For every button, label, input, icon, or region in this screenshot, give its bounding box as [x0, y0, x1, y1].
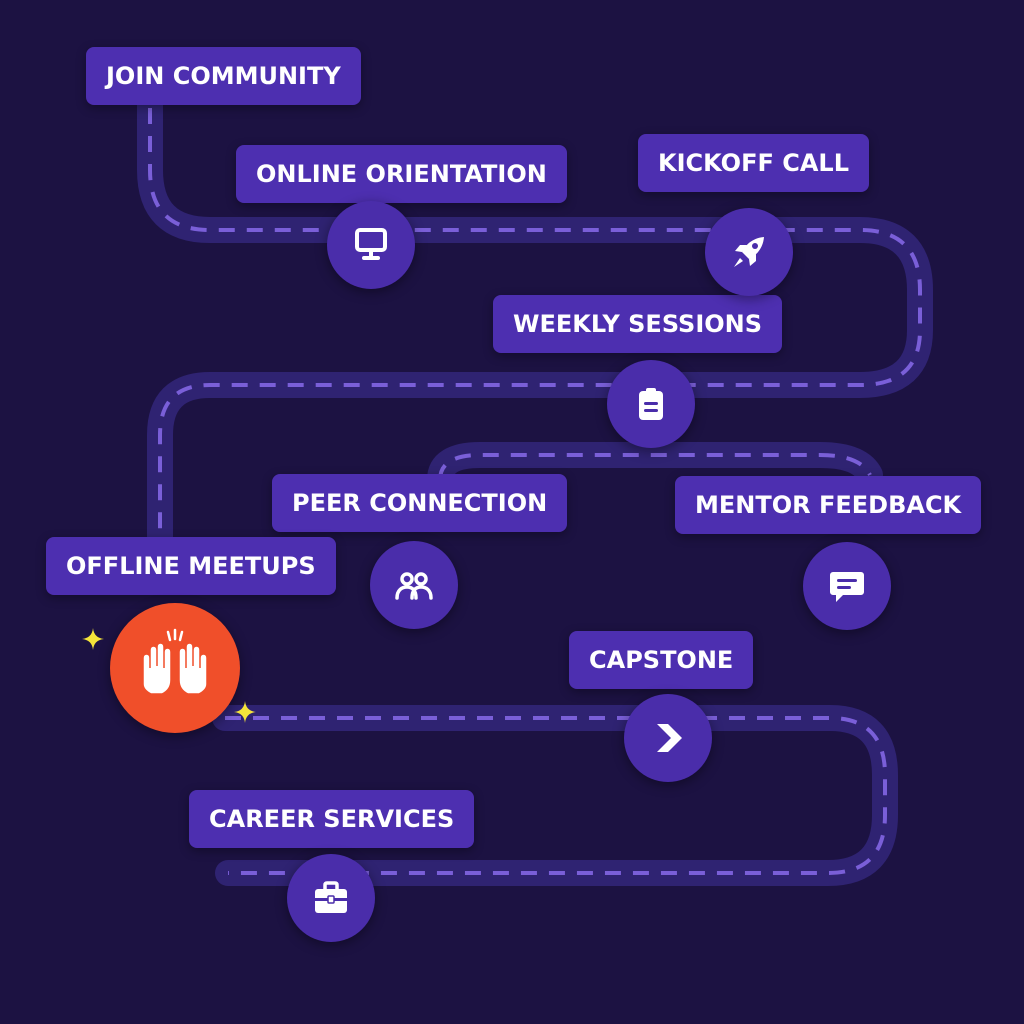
- briefcase-icon: [315, 881, 347, 913]
- step-label-capstone: CAPSTONE: [569, 631, 754, 689]
- node-weekly-sessions: [607, 360, 695, 448]
- node-capstone: [624, 694, 712, 782]
- node-online-orientation: [327, 201, 415, 289]
- monitor-icon: [355, 228, 387, 260]
- step-label-offline-meetups: OFFLINE MEETUPS: [46, 537, 336, 595]
- people-icon: [395, 572, 433, 600]
- sparkle-icon: [234, 701, 256, 723]
- roadmap-road: [137, 67, 933, 886]
- step-label-mentor-feedback: MENTOR FEEDBACK: [675, 476, 982, 534]
- node-kickoff-call: [705, 208, 793, 296]
- node-mentor-feedback: [803, 542, 891, 630]
- sparkle-icon: [82, 628, 104, 650]
- step-label-join-community: JOIN COMMUNITY: [86, 47, 361, 105]
- clipboard-icon: [639, 388, 663, 420]
- step-label-online-orientation: ONLINE ORIENTATION: [236, 145, 567, 203]
- node-peer-connection: [370, 541, 458, 629]
- node-career-services: [287, 854, 375, 942]
- step-label-career-services: CAREER SERVICES: [189, 790, 475, 848]
- step-label-peer-connection: PEER CONNECTION: [272, 474, 568, 532]
- step-label-kickoff-call: KICKOFF CALL: [638, 134, 869, 192]
- chevron-right-icon: [657, 724, 682, 752]
- node-offline-meetups: [110, 603, 240, 733]
- step-label-weekly-sessions: WEEKLY SESSIONS: [493, 295, 783, 353]
- raised-hands-icon: [142, 628, 208, 695]
- rocket-icon: [734, 237, 764, 267]
- chat-bubble-icon: [830, 572, 864, 602]
